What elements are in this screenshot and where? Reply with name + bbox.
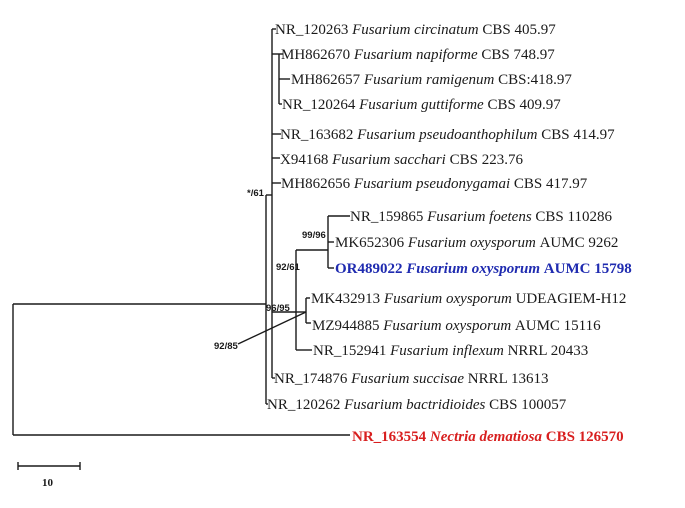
accession-number: MH862657 [291,72,364,88]
taxon-label: NR_120262 Fusarium bactridioides CBS 100… [267,397,567,413]
support-value: 99/96 [302,230,326,241]
accession-number: MH862670 [281,47,354,63]
taxon-label: NR_120264 Fusarium guttiforme CBS 409.97 [282,97,561,113]
taxon-label: NR_120263 Fusarium circinatum CBS 405.97 [275,22,556,38]
accession-number: MK652306 [335,235,408,251]
accession-number: NR_159865 [350,209,427,225]
species-name: Fusarium pseudonygamai [353,176,514,192]
strain-code: NRRL 13613 [468,371,549,387]
accession-number: NR_163682 [280,127,357,143]
strain-code: CBS 126570 [546,429,624,445]
strain-code: CBS 405.97 [482,22,556,38]
accession-number: NR_174876 [274,371,351,387]
species-name: Nectria dematiosa [429,429,546,445]
species-name: Fusarium pseudoanthophilum [356,127,541,143]
taxon-label: NR_163554 Nectria dematiosa CBS 126570 [352,429,624,445]
taxon-label: NR_174876 Fusarium succisae NRRL 13613 [274,371,548,387]
strain-code: CBS 414.97 [541,127,615,143]
taxon-label: MK432913 Fusarium oxysporum UDEAGIEM-H12 [311,291,626,307]
taxon-label: MH862670 Fusarium napiforme CBS 748.97 [281,47,555,63]
accession-number: NR_120264 [282,97,359,113]
strain-code: CBS 748.97 [481,47,555,63]
taxon-label: OR489022 Fusarium oxysporum AUMC 15798 [335,261,632,277]
accession-number: NR_152941 [313,343,390,359]
species-name: Fusarium inflexum [389,343,508,359]
taxon-label: MZ944885 Fusarium oxysporum AUMC 15116 [312,318,601,334]
accession-number: MK432913 [311,291,384,307]
species-name: Fusarium oxysporum [405,261,544,277]
species-name: Fusarium bactridioides [343,397,489,413]
support-values: */61 99/96 92/61 96/95 92/85 [214,188,326,352]
accession-number: NR_120262 [267,397,344,413]
accession-number: MZ944885 [312,318,383,334]
strain-code: CBS 100057 [489,397,567,413]
strain-code: CBS 110286 [535,209,612,225]
taxon-label: NR_152941 Fusarium inflexum NRRL 20433 [313,343,588,359]
species-name: Fusarium guttiforme [358,97,487,113]
strain-code: CBS:418.97 [498,72,572,88]
accession-number: MH862656 [281,176,354,192]
taxon-label: NR_159865 Fusarium foetens CBS 110286 [350,209,612,225]
scale-bar: 10 [17,462,81,489]
strain-code: CBS 409.97 [487,97,561,113]
strain-code: CBS 417.97 [514,176,588,192]
support-value: 92/85 [214,341,238,352]
support-value: 92/61 [276,262,300,273]
tree-branches [12,28,350,436]
accession-number: NR_120263 [275,22,352,38]
species-name: Fusarium succisae [350,371,468,387]
support-value: */61 [247,188,265,199]
support-value: 96/95 [266,303,290,314]
strain-code: AUMC 9262 [540,235,619,251]
taxon-label: MK652306 Fusarium oxysporum AUMC 9262 [335,235,618,251]
strain-code: AUMC 15116 [515,318,601,334]
accession-number: X94168 [280,152,332,168]
species-name: Fusarium oxysporum [383,291,516,307]
species-name: Fusarium ramigenum [363,72,498,88]
strain-code: NRRL 20433 [508,343,589,359]
taxon-label: NR_163682 Fusarium pseudoanthophilum CBS… [280,127,615,143]
species-name: Fusarium oxysporum [407,235,540,251]
species-name: Fusarium foetens [426,209,535,225]
scale-bar-label: 10 [42,477,54,489]
species-name: Fusarium sacchari [331,152,450,168]
taxon-label: MH862657 Fusarium ramigenum CBS:418.97 [291,72,572,88]
taxon-labels: NR_120263 Fusarium circinatum CBS 405.97… [267,22,632,445]
species-name: Fusarium oxysporum [382,318,515,334]
accession-number: NR_163554 [352,429,430,445]
taxon-label: X94168 Fusarium sacchari CBS 223.76 [280,152,523,168]
strain-code: AUMC 15798 [544,261,632,277]
species-name: Fusarium circinatum [351,22,482,38]
species-name: Fusarium napiforme [353,47,482,63]
strain-code: CBS 223.76 [450,152,524,168]
taxon-label: MH862656 Fusarium pseudonygamai CBS 417.… [281,176,588,192]
strain-code: UDEAGIEM-H12 [516,291,627,307]
accession-number: OR489022 [335,261,406,277]
